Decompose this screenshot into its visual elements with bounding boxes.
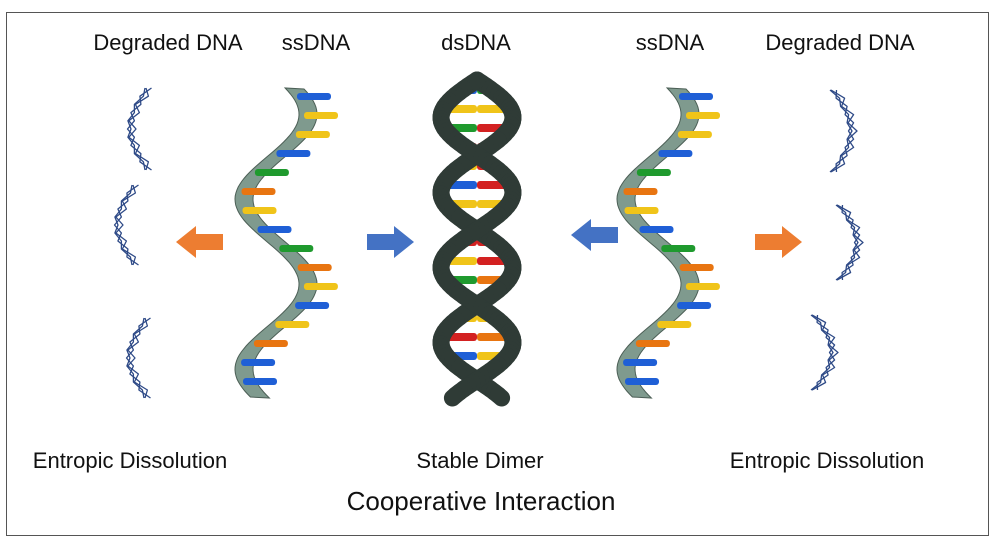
degraded-strand [835,89,855,173]
backbone-strand-b [443,386,465,407]
degraded-strand [811,314,839,391]
base-pair [275,321,310,328]
degraded-strand [114,184,133,266]
base-pair [677,131,712,138]
degraded-strand [126,317,145,399]
base-pair [276,150,311,157]
arrow-right-icon [367,226,414,258]
degraded-strand [836,204,864,281]
degraded-strand [810,314,834,391]
base-pair [304,112,338,119]
arrow-left-icon [176,226,223,258]
degraded-strand [841,204,861,281]
base-pair [623,359,658,366]
base-pair [279,245,314,252]
label-degraded-dna-right: Degraded DNA [765,30,915,55]
base-pair [242,207,277,214]
ssdna-helix-right [616,87,720,399]
base-pair [623,188,658,195]
base-pair [686,112,720,119]
ssdna-helix-left [234,87,338,399]
base-pair [253,340,288,347]
degraded-strand [128,87,150,171]
base-pair [295,302,330,309]
label-entropic-dissolution-left: Entropic Dissolution [32,448,228,473]
base-pair [679,93,713,100]
label-dsdna: dsDNA [441,30,511,55]
degraded-strand [829,89,853,173]
label-entropic-dissolution-right: Entropic Dissolution [729,448,925,473]
degraded-strand [830,89,858,173]
base-pair [625,378,659,385]
label-ssdna-right: ssDNA [635,30,705,55]
base-pair [661,245,696,252]
base-pair [297,93,331,100]
base-pair [303,283,338,290]
base-pair [639,226,674,233]
degraded-strand [816,314,836,391]
arrow-left-icon [571,219,618,251]
diagram-frame [6,12,989,536]
base-pair [257,226,292,233]
label-ssdna-left: ssDNA [281,30,351,55]
base-pair [657,321,692,328]
diagram-caption: Cooperative Interaction [346,486,616,516]
degraded-strand [127,317,149,399]
base-pair [679,264,714,271]
base-pair [624,207,659,214]
base-pair [677,302,712,309]
degraded-strand [835,204,859,281]
base-pair [635,340,670,347]
arrow-right-icon [755,226,802,258]
degraded-strand [115,184,137,266]
label-degraded-dna-left: Degraded DNA [93,30,243,55]
label-stable-dimer: Stable Dimer [416,448,544,473]
degraded-dna-right [810,89,864,391]
base-pair [241,188,276,195]
degraded-dna-left [113,87,152,399]
base-pair [658,150,693,157]
base-pair [297,264,332,271]
dsdna-double-helix [432,71,522,407]
base-pair [685,283,720,290]
backbone-strand-a [489,386,511,407]
base-pair [254,169,289,176]
base-pair [295,131,330,138]
degraded-strand [127,87,146,171]
base-pair [636,169,671,176]
base-pair [241,359,276,366]
base-pair [243,378,277,385]
